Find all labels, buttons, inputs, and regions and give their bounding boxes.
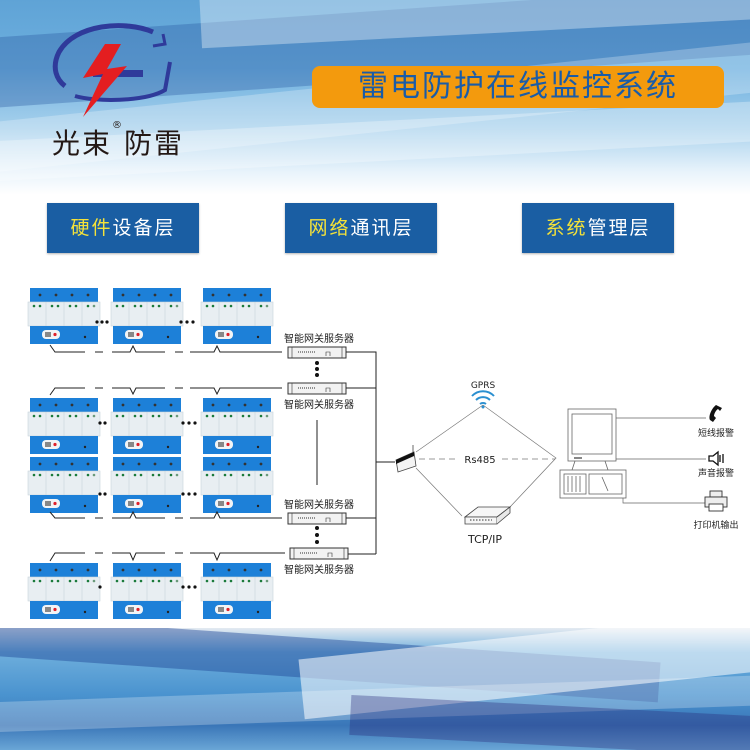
rs485-label: Rs485 [464,455,495,466]
output-label-sound: 声音报警 [698,467,734,479]
brand-name: 光束®防雷 [52,120,185,162]
gateway-label: 智能网关服务器 [284,498,354,511]
surge-protector-device [27,456,101,514]
layer-management-highlight: 系统 [545,217,588,239]
gprs-label: GPRS [471,381,496,391]
surge-protector-device [27,397,101,455]
wifi-icon [471,390,495,409]
system-diagram: GPRS Rs485 TCP/IP 短线报警 声音报警 打印机输出 [27,287,739,620]
surge-protector-device [200,287,274,345]
gateway-server-device [287,512,347,525]
brand-name-part2: 防雷 [124,127,185,160]
lightning-logo-icon [52,23,172,117]
surge-protector-device [110,456,184,514]
registered-mark: ® [112,120,125,131]
surge-protector-device [110,562,184,620]
surge-protector-device [200,562,274,620]
surge-protector-device [200,397,274,455]
page-title: 雷电防护在线监控系统 [312,66,724,108]
layer-network-highlight: 网络 [308,217,351,239]
surge-protector-device [27,287,101,345]
gateway-label: 智能网关服务器 [284,563,354,576]
output-label-printer: 打印机输出 [693,519,738,531]
footer-banner [0,628,750,750]
rs485-converter-icon [395,445,417,473]
gateway-server-device [287,346,347,359]
header-banner: 光束®防雷 雷电防护在线监控系统 [0,0,750,195]
surge-protector-device [110,287,184,345]
layer-management-rest: 管理层 [587,217,651,239]
gateway-server-device [289,547,349,560]
output-label-sms: 短线报警 [698,427,734,439]
surge-protector-device [27,562,101,620]
tcpip-label: TCP/IP [467,533,502,546]
layer-hardware-rest: 设备层 [112,217,176,239]
printer-icon [704,490,728,512]
spd-row-2 [27,387,282,455]
router-icon [463,506,512,525]
layer-hardware-highlight: 硬件 [70,217,113,239]
layer-hardware: 硬件设备层 [47,203,199,253]
gateway-server-device [287,382,347,395]
computer-icon [559,408,627,499]
phone-icon [709,405,722,422]
surge-protector-device [200,456,274,514]
surge-protector-device [110,397,184,455]
gateway-group-bottom [287,512,349,560]
gateway-group-top [287,346,347,395]
speaker-icon [708,450,724,467]
layer-management: 系统管理层 [522,203,674,253]
spd-row-4 [27,552,285,620]
gateway-label: 智能网关服务器 [284,398,354,411]
spd-row-3 [27,456,282,519]
layer-network: 网络通讯层 [285,203,437,253]
spd-row-1 [27,287,282,353]
gateway-label: 智能网关服务器 [284,332,354,345]
brand-name-part1: 光束 [52,127,113,160]
layer-network-rest: 通讯层 [350,217,414,239]
